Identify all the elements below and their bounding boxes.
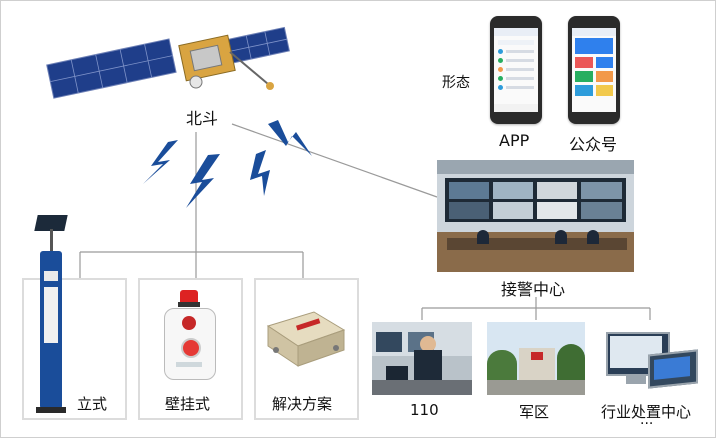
line-satellite-to-center	[231, 123, 438, 198]
device-label-standing: 立式	[77, 395, 108, 413]
destination-label-industry: 行业处置中心	[601, 403, 692, 421]
destination-label-military: 军区	[519, 403, 550, 421]
satellite-label: 北斗	[186, 109, 219, 128]
device-label-wall: 壁挂式	[165, 395, 211, 413]
alarm-center-photo	[437, 160, 634, 272]
forms-label: 形态	[442, 75, 470, 91]
wechat-label: 公众号	[569, 135, 618, 154]
lightning-icon	[143, 140, 178, 184]
sos-pillar-image	[30, 215, 74, 415]
device-label-solution: 解决方案	[272, 395, 333, 413]
solution-device-image	[266, 311, 346, 367]
more-ellipsis: ···	[640, 416, 654, 432]
lightning-icon	[250, 150, 270, 196]
satellite-icon	[46, 26, 290, 99]
military-district-photo	[487, 322, 585, 395]
lightning-icon	[186, 154, 220, 208]
center-label: 接警中心	[501, 280, 566, 299]
police-110-photo	[372, 322, 472, 395]
wall-alarm-image	[162, 290, 216, 380]
device-box-standing	[22, 278, 127, 420]
lightning-icon	[268, 120, 312, 156]
industry-center-image	[598, 322, 698, 395]
app-phone-image	[490, 16, 542, 124]
destination-label-110: 110	[410, 401, 439, 419]
app-label: APP	[499, 131, 530, 150]
wechat-phone-image	[568, 16, 620, 124]
